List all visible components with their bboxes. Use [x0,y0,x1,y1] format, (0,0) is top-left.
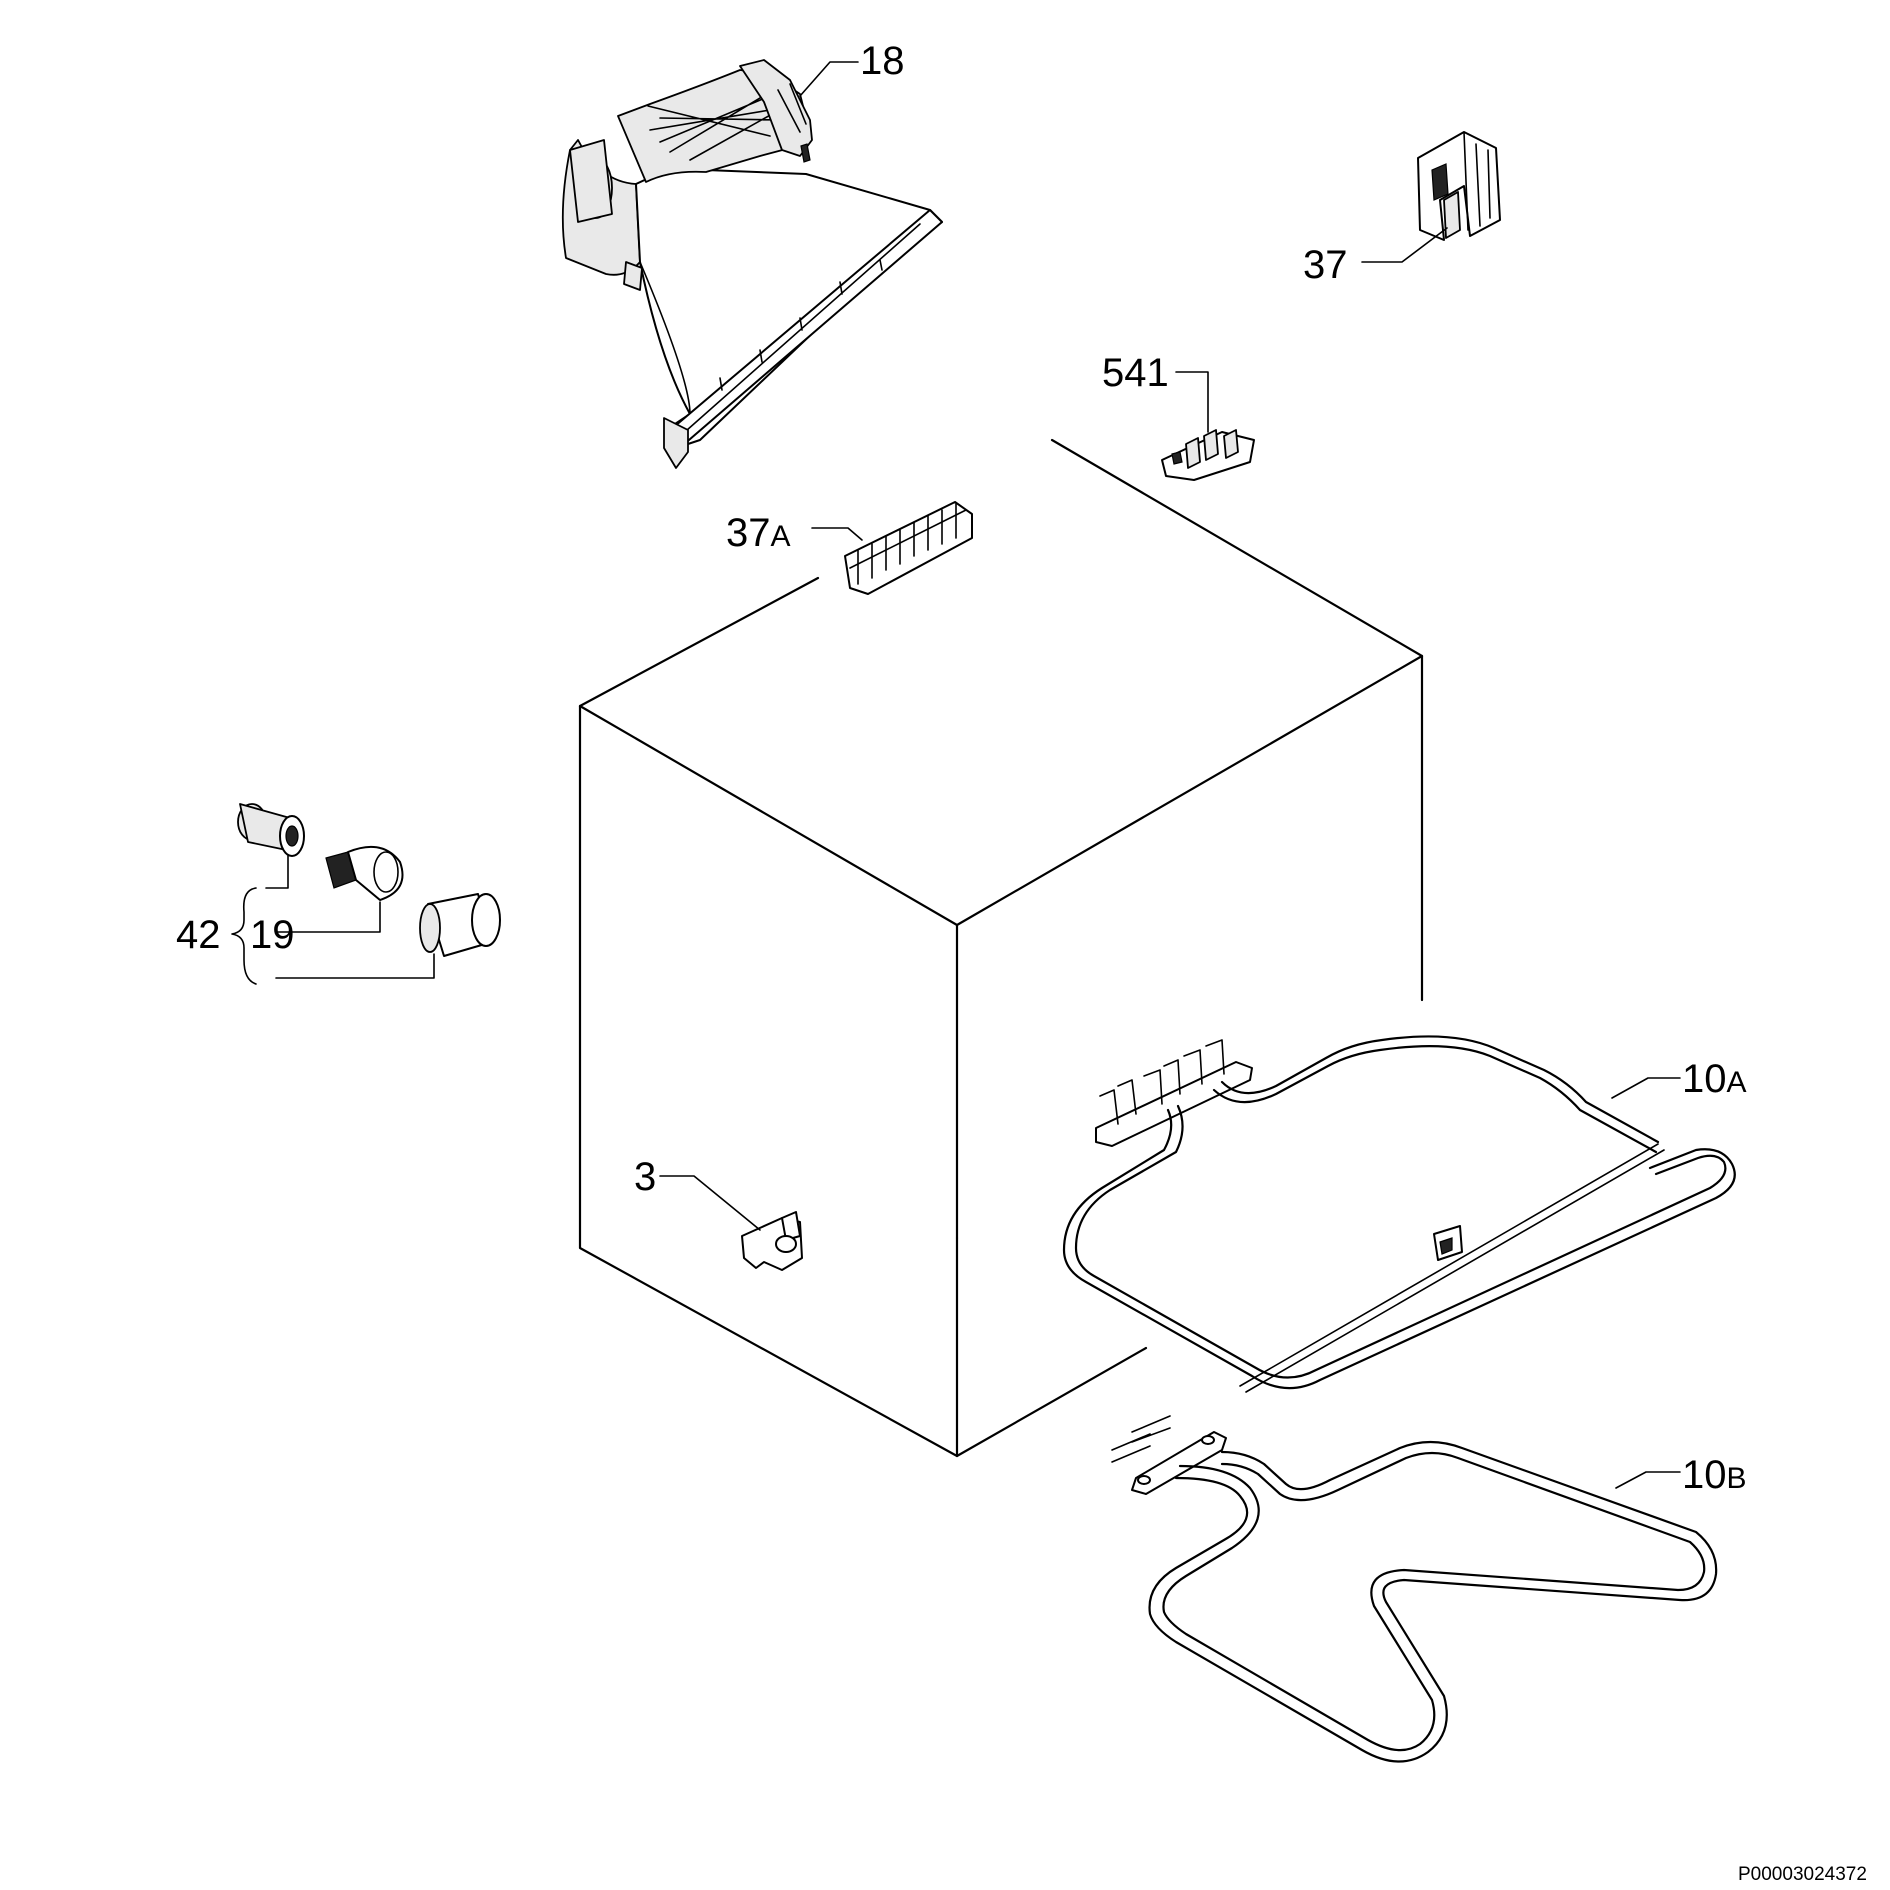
label-37: 37 [1303,243,1348,287]
label-37a-number: 37 [726,511,771,555]
label-19: 19 [250,913,295,957]
oven-cavity [578,438,1424,1458]
leader-37a [811,527,863,541]
leader-37 [1361,227,1448,263]
heating-element-icon [1111,1415,1718,1763]
document-id: P00003024372 [1738,1864,1867,1885]
bracket-icon [741,1211,803,1271]
connector-icon [1161,429,1255,481]
label-18: 18 [860,39,905,83]
label-37a: 37A [726,511,791,555]
leader-19 [275,901,381,933]
terminal-block-icon [844,501,973,595]
label-10a: 10A [1682,1057,1747,1101]
label-3: 3 [634,1155,656,1199]
leader-10a [1611,1077,1681,1099]
leader-10b [1615,1471,1681,1489]
label-10b-number: 10 [1682,1453,1727,1497]
heating-element-icon [1062,1035,1736,1393]
leader-42b [275,953,435,979]
label-37a-suffix: A [771,520,791,553]
leader-541 [1175,371,1209,433]
label-10b-suffix: B [1727,1462,1747,1495]
fan-housing-icon [561,59,943,469]
leader-42a [265,855,289,889]
leader-18 [799,61,859,97]
label-10a-number: 10 [1682,1057,1727,1101]
label-10b: 10B [1682,1453,1747,1497]
lamp-icon [237,803,501,957]
label-541: 541 [1102,351,1169,395]
brace-42 [231,887,257,985]
thermostat-icon [1417,131,1501,241]
label-10a-suffix: A [1727,1066,1747,1099]
label-42: 42 [176,913,221,957]
leader-3 [659,1175,761,1231]
